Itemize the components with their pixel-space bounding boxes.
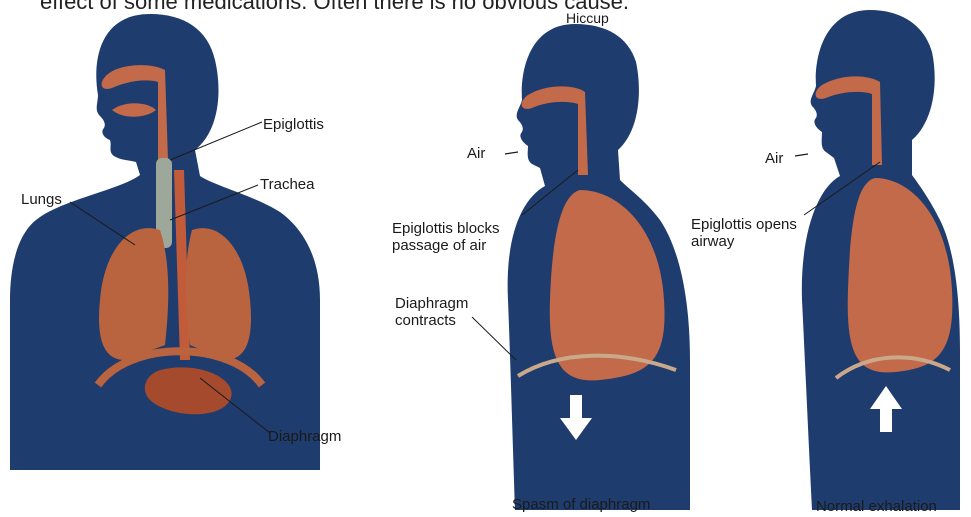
normal-air-arrow	[795, 154, 808, 156]
hiccup-diaphragm-note: Diaphragm contracts	[395, 295, 468, 329]
normal-panel	[795, 10, 960, 510]
trachea-label: Trachea	[260, 176, 314, 193]
hiccup-title: Hiccup	[566, 10, 609, 26]
normal-air-label: Air	[765, 150, 783, 167]
hiccup-panel	[472, 24, 690, 510]
normal-footer: Normal exhalation	[816, 498, 937, 515]
anatomy-panel	[10, 14, 320, 470]
hiccup-footer: Spasm of diaphragm	[512, 496, 650, 513]
normal-lung	[848, 178, 953, 372]
hiccup-air-label: Air	[467, 145, 485, 162]
epiglottis-label: Epiglottis	[263, 116, 324, 133]
normal-epiglottis-note: Epiglottis opens airway	[691, 216, 797, 250]
lungs-label: Lungs	[21, 191, 62, 208]
hiccup-epiglottis-note: Epiglottis blocks passage of air	[392, 220, 500, 254]
diaphragm-label: Diaphragm	[268, 428, 341, 445]
hiccup-air-arrow	[505, 152, 518, 154]
